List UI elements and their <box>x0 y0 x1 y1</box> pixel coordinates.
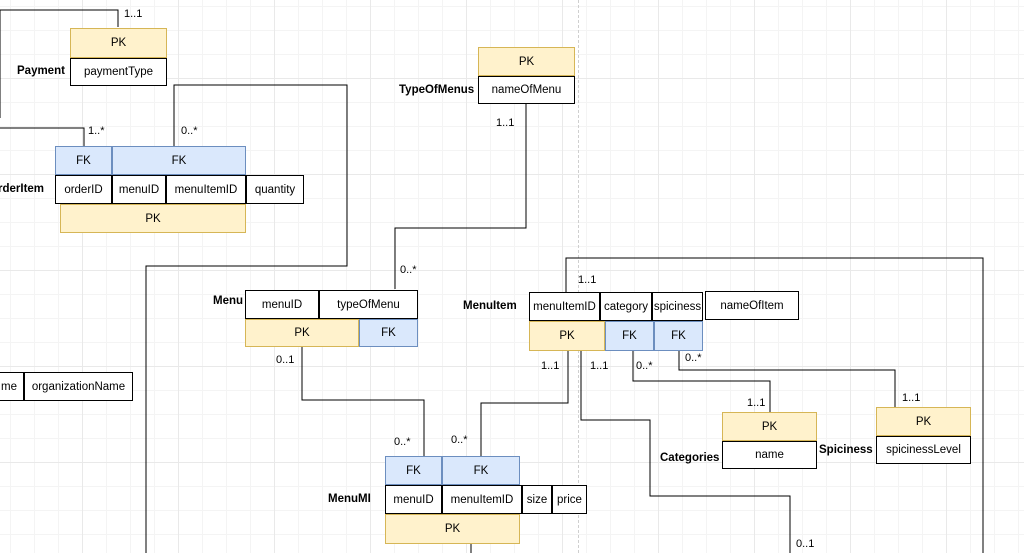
orderitem-fk-cell-2[interactable]: FK <box>112 146 246 175</box>
cardinality-orderitem-2: 0..* <box>181 125 198 137</box>
orderitem-field-quantity[interactable]: quantity <box>246 175 304 204</box>
categories-pk-cell[interactable]: PK <box>722 412 817 441</box>
spiciness-table-label: Spiciness <box>819 444 873 456</box>
cardinality-typeofmenus: 1..1 <box>496 117 515 129</box>
connector-menuitem-menumi <box>480 351 569 456</box>
organization-field-partial[interactable]: me <box>0 372 24 401</box>
menumi-field-price[interactable]: price <box>552 485 587 514</box>
menuitem-table-label: MenuItem <box>463 300 517 312</box>
connector-menuitem-bottom <box>580 351 791 553</box>
cardinality-bottom: 0..1 <box>796 538 815 550</box>
connector-menuitem-categories <box>632 351 771 412</box>
typeofmenus-pk-cell[interactable]: PK <box>478 47 575 76</box>
menuitem-field-nameofitem[interactable]: nameOfItem <box>705 291 799 320</box>
menumi-field-menuitemid[interactable]: menuItemID <box>442 485 522 514</box>
cardinality-menuitem-a: 1..1 <box>541 360 560 372</box>
cardinality-menuitem-top: 1..1 <box>578 274 597 286</box>
menuitem-pk-cell[interactable]: PK <box>529 321 605 351</box>
cardinality-menumi-2: 0..* <box>451 434 468 446</box>
menu-field-menuid[interactable]: menuID <box>245 290 319 319</box>
page-break-line <box>578 0 579 553</box>
cardinality-menuitem-d: 0..* <box>685 352 702 364</box>
menu-field-typeofmenu[interactable]: typeOfMenu <box>319 290 418 319</box>
cardinality-categories: 1..1 <box>747 397 766 409</box>
payment-table-label: Payment <box>17 65 65 77</box>
connector-menuitem-spiciness <box>678 351 896 407</box>
menu-fk-cell[interactable]: FK <box>359 319 418 347</box>
connector-orderitem-menu <box>145 84 348 553</box>
menuitem-field-spiciness[interactable]: spiciness <box>652 292 703 321</box>
menumi-field-menuid[interactable]: menuID <box>385 485 442 514</box>
cardinality-menu-top: 0..* <box>400 264 417 276</box>
menumi-fk-cell-2[interactable]: FK <box>442 456 520 485</box>
cardinality-payment: 1..1 <box>124 8 143 20</box>
menu-table-label: Menu <box>213 295 244 307</box>
categories-table-label: Categories <box>660 452 720 464</box>
categories-field-name[interactable]: name <box>722 441 817 469</box>
cardinality-menu-bottom: 0..1 <box>276 354 295 366</box>
cardinality-spiciness: 1..1 <box>902 392 921 404</box>
cardinality-menuitem-b: 1..1 <box>590 360 609 372</box>
connector-typeofmenus-menu <box>394 104 527 289</box>
menuitem-fk-cell-2[interactable]: FK <box>654 321 703 351</box>
menu-pk-cell[interactable]: PK <box>245 319 359 347</box>
orderitem-field-menuid[interactable]: menuID <box>112 175 166 204</box>
orderitem-field-menuitemid[interactable]: menuItemID <box>166 175 246 204</box>
spiciness-pk-cell[interactable]: PK <box>876 407 971 436</box>
typeofmenus-table-label: TypeOfMenus <box>399 84 475 96</box>
connector-payment-orderitem <box>0 9 119 118</box>
connector-orderitem-top <box>0 127 85 146</box>
menuitem-field-menuitemid[interactable]: menuItemID <box>529 292 600 321</box>
payment-field-paymenttype[interactable]: paymentType <box>70 58 167 86</box>
payment-pk-cell[interactable]: PK <box>70 28 167 58</box>
cardinality-orderitem-1: 1..* <box>88 125 105 137</box>
typeofmenus-field-nameofmenu[interactable]: nameOfMenu <box>478 76 575 104</box>
cardinality-menumi-1: 0..* <box>394 436 411 448</box>
menuitem-field-category[interactable]: category <box>600 292 652 321</box>
orderitem-field-orderid[interactable]: orderID <box>55 175 112 204</box>
orderitem-pk-cell[interactable]: PK <box>60 204 246 233</box>
menuitem-fk-cell-1[interactable]: FK <box>605 321 654 351</box>
menumi-fk-cell-1[interactable]: FK <box>385 456 442 485</box>
connector-menu-menumi <box>301 347 425 456</box>
menumi-table-label: MenuMI <box>328 493 371 505</box>
spiciness-field-spicinesslevel[interactable]: spicinessLevel <box>876 436 971 464</box>
menumi-field-size[interactable]: size <box>522 485 552 514</box>
cardinality-menuitem-c: 0..* <box>636 360 653 372</box>
organization-field-organizationname[interactable]: organizationName <box>24 372 133 401</box>
orderitem-fk-cell-1[interactable]: FK <box>55 146 112 175</box>
orderitem-table-label: rderItem <box>0 183 45 195</box>
connector-menuitem-loop <box>565 257 984 553</box>
menumi-pk-cell[interactable]: PK <box>385 514 520 544</box>
